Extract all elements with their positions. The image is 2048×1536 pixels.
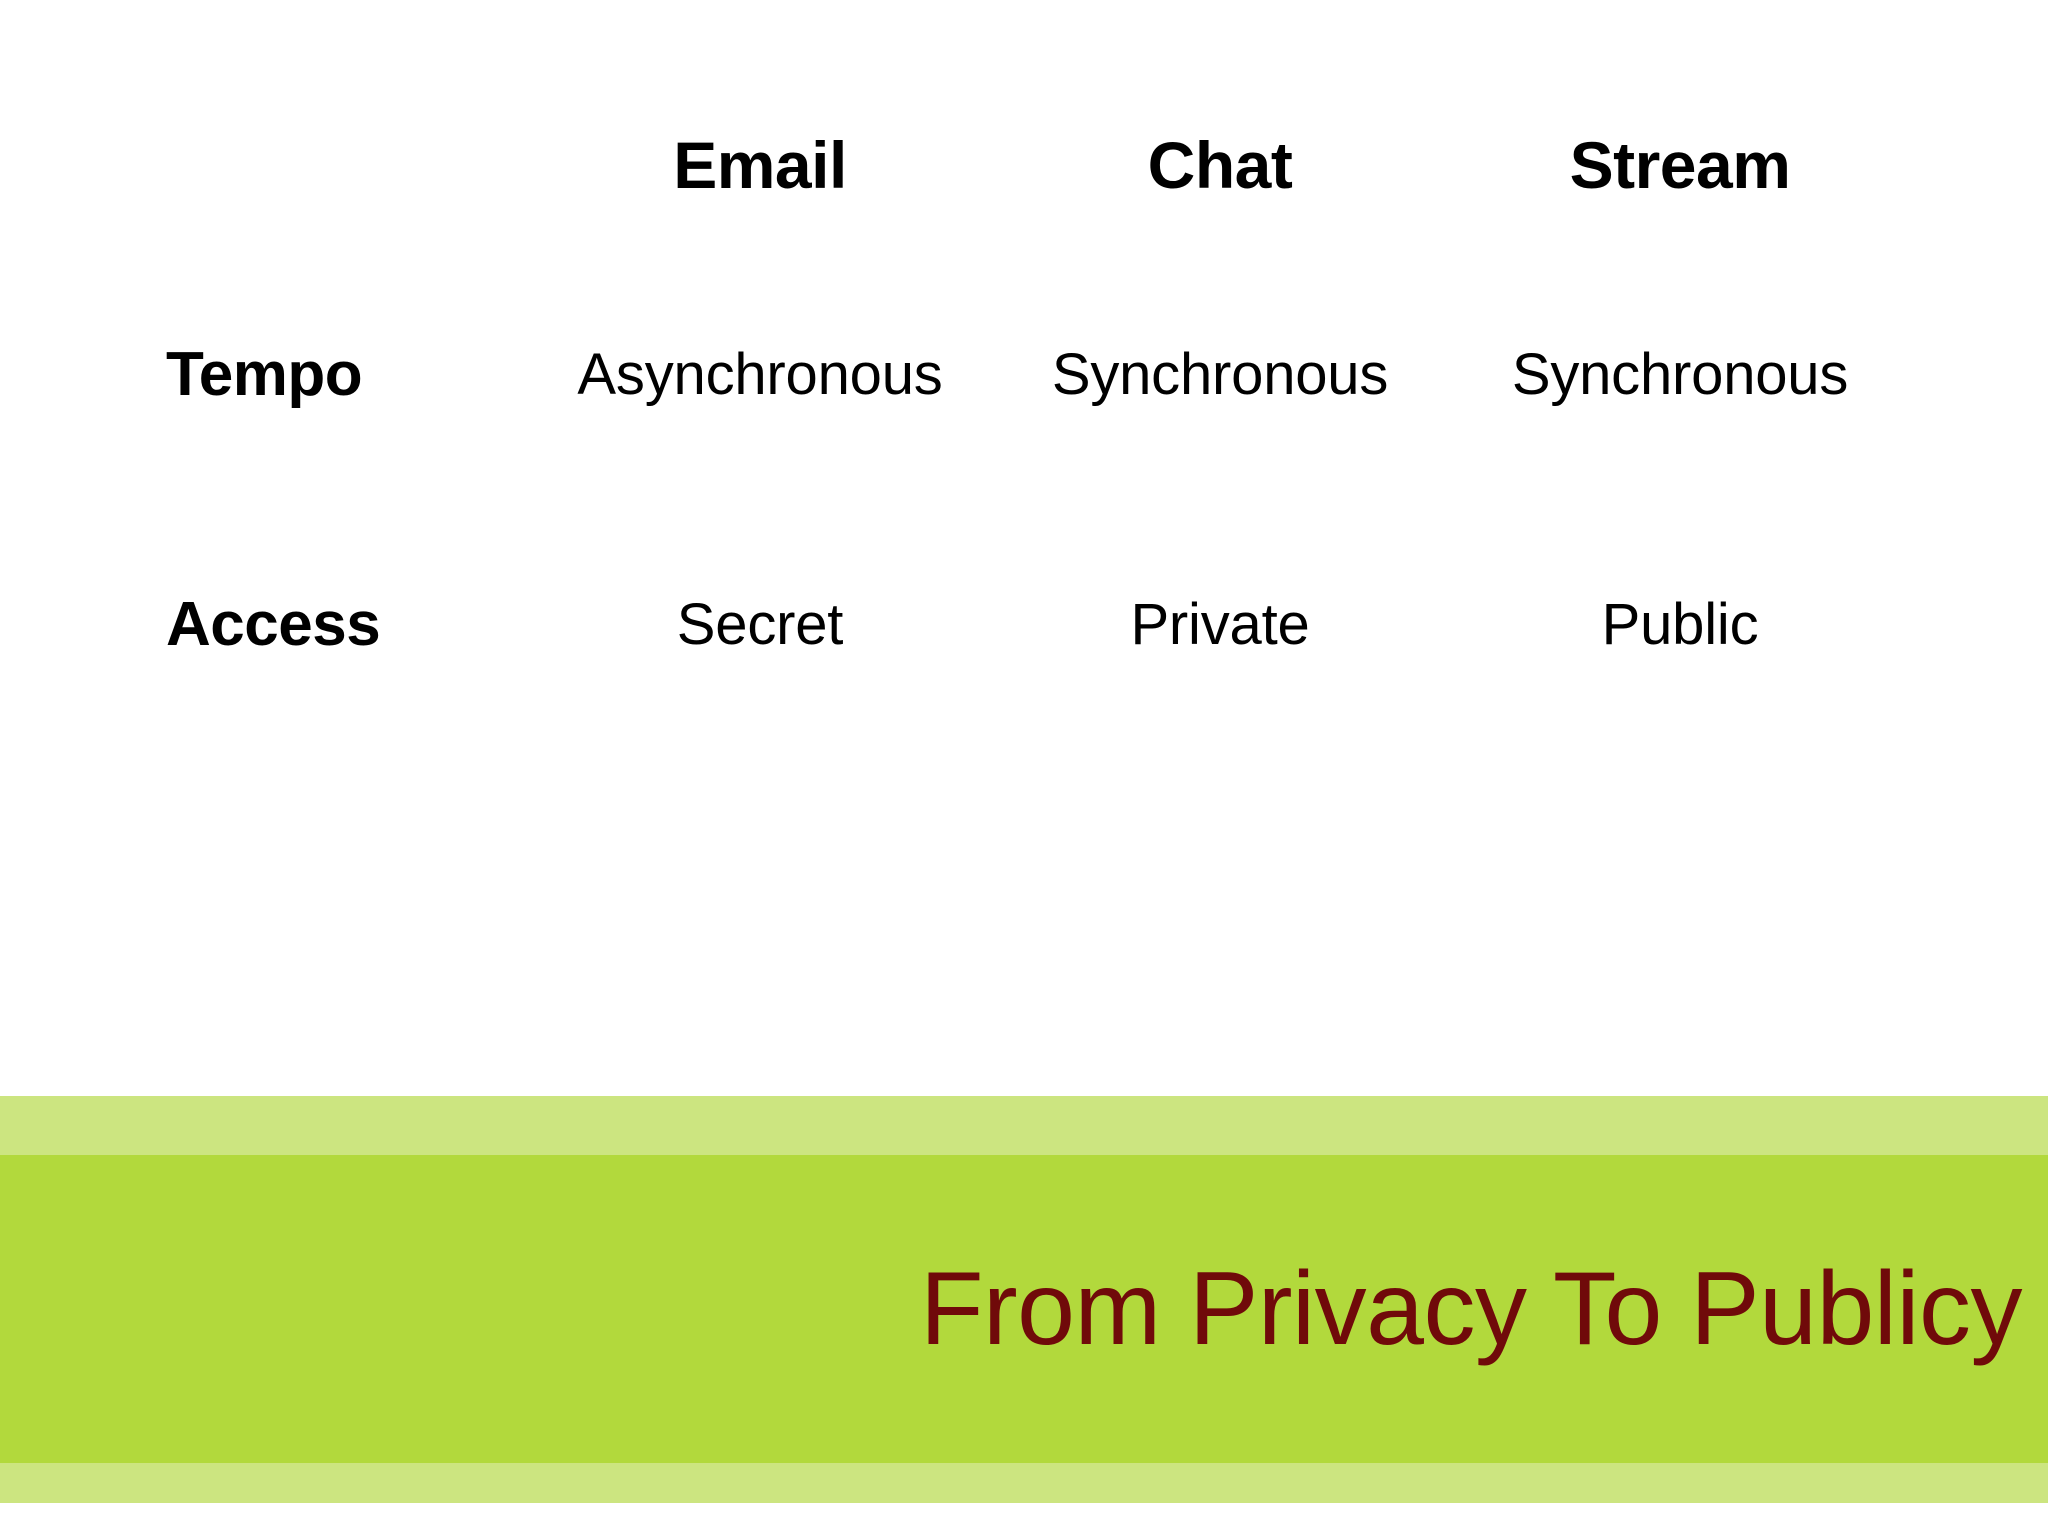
cell-tempo-stream: Synchronous <box>1511 342 1849 407</box>
column-header-chat: Chat <box>1147 128 1293 202</box>
column-header-stream: Stream <box>1569 128 1791 202</box>
banner-title: From Privacy To Publicy <box>920 1251 2022 1367</box>
banner-stripe-top <box>0 1096 2048 1155</box>
cell-tempo-chat: Synchronous <box>1051 342 1389 407</box>
banner-stripe-bottom <box>0 1463 2048 1503</box>
matrix-row-tempo: Tempo Asynchronous Synchronous Synchrono… <box>150 250 1910 500</box>
matrix-table: Email Chat Stream Tempo Asynchronous Syn… <box>150 80 1910 750</box>
row-label-tempo: Tempo <box>166 340 363 409</box>
bottom-banner: From Privacy To Publicy <box>0 1096 2048 1503</box>
cell-access-email: Secret <box>676 592 844 657</box>
matrix-row-access: Access Secret Private Public <box>150 500 1910 750</box>
cell-tempo-email: Asynchronous <box>577 342 943 407</box>
cell-access-chat: Private <box>1130 592 1310 657</box>
comparison-matrix: Email Chat Stream Tempo Asynchronous Syn… <box>150 80 1910 750</box>
row-label-access: Access <box>166 590 381 659</box>
matrix-corner-cell <box>150 80 530 250</box>
column-header-email: Email <box>673 128 847 202</box>
matrix-header-row: Email Chat Stream <box>150 80 1910 250</box>
banner-main-band: From Privacy To Publicy <box>0 1155 2048 1463</box>
cell-access-stream: Public <box>1601 592 1759 657</box>
